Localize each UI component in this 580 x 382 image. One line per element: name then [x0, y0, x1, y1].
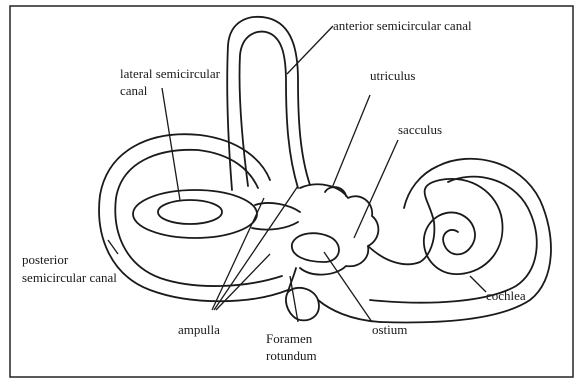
label-foramen-line2: rotundum: [266, 348, 317, 364]
cochlea-inner-edge: [370, 177, 537, 303]
label-utriculus: utriculus: [370, 68, 416, 84]
label-posterior-canal-line2: semicircular canal: [22, 270, 117, 286]
leader-ostium: [324, 252, 372, 322]
cochlea-spiral: [368, 179, 503, 274]
leader-cochlea: [470, 276, 486, 292]
leader-posterior: [108, 240, 118, 254]
label-ampulla: ampulla: [178, 322, 220, 338]
anterior-canal-inner: [239, 32, 298, 188]
label-posterior-canal-line1: posterior: [22, 252, 68, 268]
label-foramen-line1: Foramen: [266, 331, 312, 347]
lateral-canal-inner: [158, 200, 222, 224]
border: [10, 6, 573, 377]
label-ostium: ostium: [372, 322, 407, 338]
leader-utriculus: [332, 95, 370, 188]
label-lateral-canal-line2: canal: [120, 83, 147, 99]
foramen-rotundum: [286, 288, 319, 320]
leader-lateral: [162, 88, 180, 200]
ostium-oval: [292, 233, 339, 262]
leader-anterior: [287, 26, 333, 74]
label-sacculus: sacculus: [398, 122, 442, 138]
leader-ampulla-1: [212, 198, 264, 310]
label-anterior-canal: anterior semicircular canal: [333, 18, 472, 34]
lateral-canal-outer: [133, 190, 257, 238]
label-lateral-canal-line1: lateral semicircular: [120, 66, 220, 82]
posterior-canal-outer: [99, 134, 288, 301]
label-cochlea: cochlea: [486, 288, 526, 304]
leader-sacculus: [354, 140, 398, 238]
